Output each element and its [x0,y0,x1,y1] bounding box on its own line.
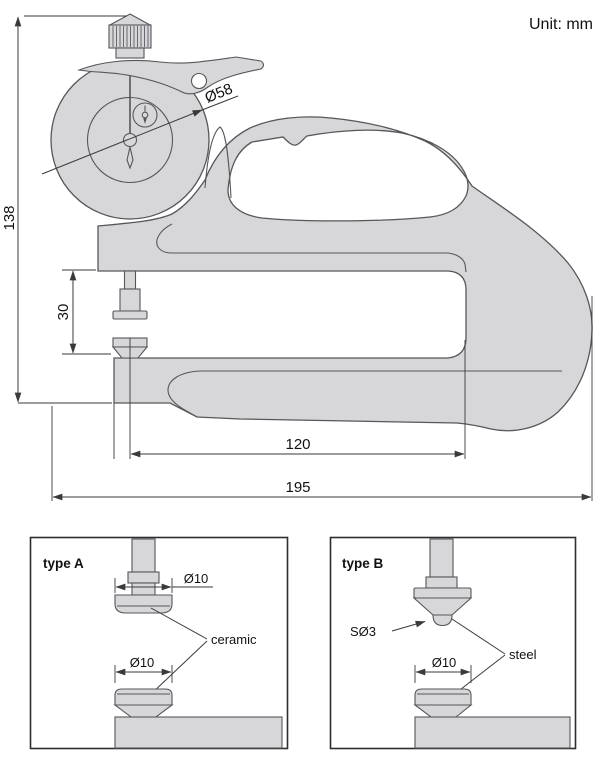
dim-label-195: 195 [285,479,310,496]
type-b-lower-contact [413,688,571,749]
contact-stem [131,538,156,573]
knob-neck [115,47,145,59]
lever-blade [76,56,265,95]
contact-stem [429,538,454,578]
dim-tail-dia58 [201,95,239,111]
needle-pointer [126,146,134,170]
lifting-lever [76,56,265,95]
spindle-contact [112,270,148,320]
type-b-lower-dim: Ø10 [414,655,472,683]
dimension-195: 195 [51,296,593,501]
contact-step [425,576,458,589]
type-b-lower-dim-label: Ø10 [432,655,457,670]
subdial-pointer [143,118,147,124]
contact-cone [412,597,473,616]
unit-label: Unit: mm [529,16,593,33]
dim-label-120: 120 [285,436,310,453]
dimension-138: 138 [1,15,127,404]
type-b-upper-contact [412,538,473,627]
subdial-hub [141,111,149,119]
anvil-disc [114,688,173,706]
contact-collar [127,571,160,584]
contact-flange [413,587,472,599]
dial-indicator [50,60,210,220]
lifting-knob [108,13,152,59]
spindle-cylinder [119,288,141,312]
dim-line-dia58 [41,109,203,175]
anvil-disc [414,688,472,706]
type-a-box: type A Ø10 ceramic Ø10 [29,536,289,750]
leader-to-upper-contact [150,607,208,640]
knurl-lines [112,26,149,47]
frame-body [97,116,593,432]
type-a-lower-dim-label: Ø10 [130,655,155,670]
type-a-upper-contact [114,538,173,614]
type-a-lower-contact [113,688,283,749]
base-block [414,716,571,749]
base-block [114,716,283,749]
spindle-stem [123,270,137,290]
type-a-lower-dim: Ø10 [114,655,173,683]
type-b-tip-label: SØ3 [350,624,376,639]
leader-to-lower-contact [149,640,208,696]
type-b-box: type B SØ3 steel Ø10 [329,536,577,750]
dim-label-30: 30 [55,304,72,321]
type-a-title: type A [43,556,84,571]
contact-ball-tip [432,614,453,627]
dimension-30: 30 [55,269,111,355]
lever-pivot-hole [190,72,208,90]
upper-arm-contour-line [156,223,467,273]
anvil-taper [413,704,473,718]
bezel-ear-contour-line [204,126,232,199]
leader-so3 [391,620,426,632]
anvil-taper [113,704,174,718]
needle-hub [122,132,138,148]
type-b-material-label: steel [509,647,537,662]
dim-label-138: 138 [1,205,18,230]
type-a-material-label: ceramic [211,632,257,647]
dimension-120: 120 [113,338,466,459]
type-a-upper-dim: Ø10 [114,571,213,593]
contact-neck [131,582,156,596]
type-a-upper-dim-label: Ø10 [184,571,209,586]
spindle-disc [112,310,148,320]
gauge-frame [97,116,593,432]
leader-to-upper-contact [451,618,506,655]
contact-disc [114,594,173,614]
lower-arm-contour-line [167,370,562,418]
type-b-title: type B [342,556,384,571]
